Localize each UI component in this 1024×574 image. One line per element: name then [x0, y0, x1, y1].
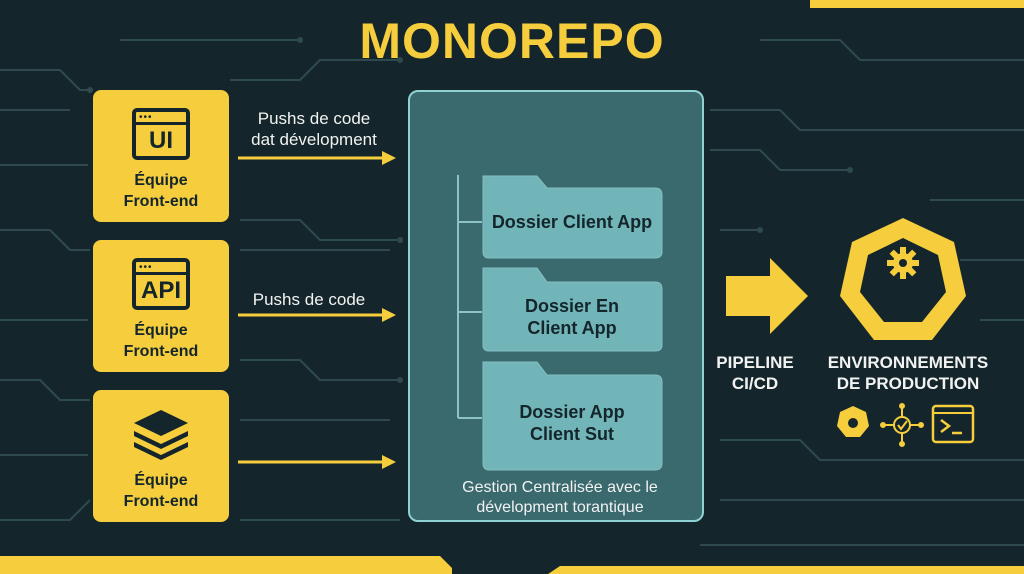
- folder-label-2: Dossier En Client App: [524, 296, 620, 338]
- bottom-right-accent-bar: [548, 566, 1024, 574]
- ui-window-icon: ••• UI: [126, 104, 196, 164]
- push-label-1: Pushs de code dat dévelopment: [251, 109, 377, 149]
- ui-icon-text: UI: [149, 127, 173, 154]
- team-card-layers: Équipe Front-end: [93, 390, 229, 522]
- folder-label-1: Dossier Client App: [491, 212, 653, 232]
- pipeline-label: PIPELINE CI/CD: [716, 353, 794, 393]
- team-label: Équipe Front-end: [123, 472, 199, 510]
- top-right-accent-bar: [810, 0, 1024, 8]
- api-window-icon: ••• API: [126, 254, 196, 314]
- bottom-left-accent-bar: [0, 556, 452, 574]
- folder-label-3: Dossier App Client Sut: [519, 402, 625, 444]
- diagram-title: MONOREPO: [359, 13, 665, 69]
- team-card-ui: ••• UI Équipe Front-end: [93, 90, 229, 222]
- team-label: Équipe Front-end: [123, 172, 199, 210]
- team-label: Équipe Front-end: [123, 322, 199, 360]
- monorepo-container: [408, 90, 704, 522]
- pipeline-arrow: [726, 258, 808, 334]
- repo-caption: Gestion Centralisée avec le dévelopment …: [462, 479, 658, 516]
- terminal-icon: [931, 404, 975, 444]
- environment-label: ENVIRONNEMENTS DE PRODUCTION: [827, 353, 989, 393]
- production-heptagon-icon: [840, 218, 966, 340]
- layers-stack-icon: [126, 404, 196, 464]
- api-icon-text: API: [140, 277, 181, 304]
- push-label-2: Pushs de code: [252, 290, 366, 309]
- gear-heptagon-icon: [837, 406, 869, 437]
- team-card-api: ••• API Équipe Front-end: [93, 240, 229, 372]
- network-nodes-icon: [880, 403, 924, 447]
